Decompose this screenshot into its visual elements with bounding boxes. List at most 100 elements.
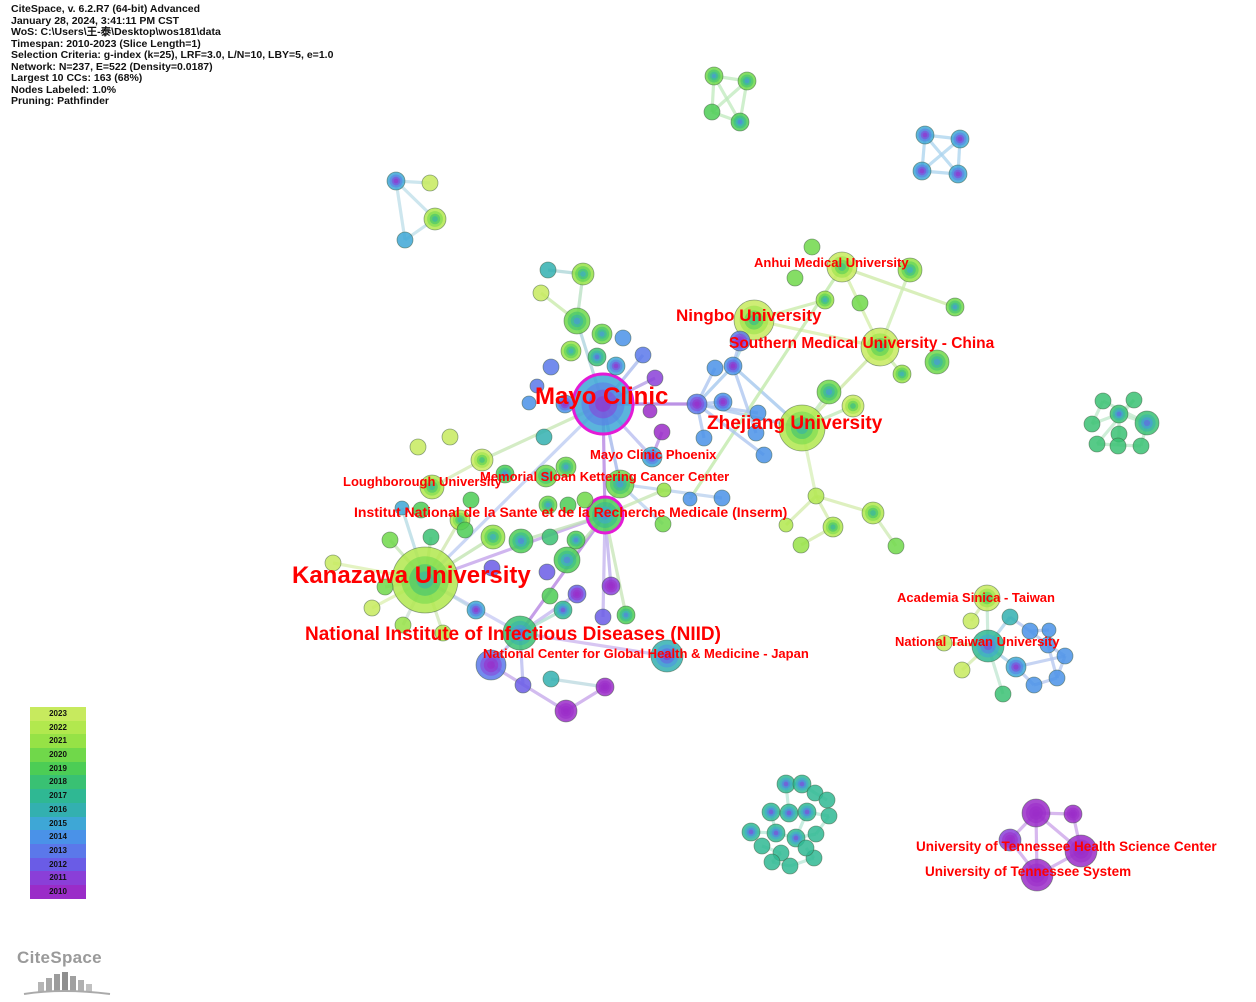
network-node[interactable] [466,600,486,620]
network-node[interactable] [747,424,765,442]
network-node[interactable] [363,599,381,617]
label-ncgm-japan[interactable]: National Center for Global Health & Medi… [483,646,809,661]
network-node[interactable] [786,269,804,287]
network-node[interactable] [456,521,474,539]
network-node[interactable] [394,500,410,516]
network-node[interactable] [553,600,573,620]
network-node[interactable] [502,615,538,651]
network-node[interactable] [554,699,578,723]
network-node[interactable] [495,464,515,484]
network-node[interactable] [541,587,559,605]
network-node[interactable] [1132,437,1150,455]
network-node[interactable] [396,231,414,249]
network-node[interactable] [826,251,858,283]
network-node[interactable] [803,238,821,256]
network-node[interactable] [381,531,399,549]
network-node[interactable] [508,528,534,554]
network-node[interactable] [534,464,558,488]
network-node[interactable] [1048,669,1066,687]
network-node[interactable] [841,394,865,418]
network-node[interactable] [560,340,582,362]
network-node[interactable] [733,299,775,341]
network-node[interactable] [542,670,560,688]
network-node[interactable] [892,364,912,384]
label-mayo-clinic-phoenix[interactable]: Mayo Clinic Phoenix [590,447,717,462]
network-node[interactable] [816,379,842,405]
network-node[interactable] [776,774,796,794]
network-node[interactable] [792,536,810,554]
network-node[interactable] [563,307,591,335]
network-node[interactable] [541,528,559,546]
label-memorial-sloan-kettering[interactable]: Memorial Sloan Kettering Cancer Center [480,469,729,484]
network-node[interactable] [585,495,625,535]
label-anhui-medical-university[interactable]: Anhui Medical University [754,255,909,270]
network-node[interactable] [480,524,506,550]
network-node[interactable] [1056,647,1074,665]
network-node[interactable] [779,803,799,823]
network-node[interactable] [1025,676,1043,694]
network-node[interactable] [324,554,342,572]
network-node[interactable] [1005,656,1027,678]
network-node[interactable] [535,428,553,446]
network-node[interactable] [650,639,684,673]
network-node[interactable] [539,261,557,279]
network-node[interactable] [945,297,965,317]
network-node[interactable] [706,359,724,377]
network-node[interactable] [797,802,817,822]
network-node[interactable] [807,487,825,505]
network-node[interactable] [538,495,558,515]
network-node[interactable] [778,404,826,452]
network-node[interactable] [912,161,932,181]
network-node[interactable] [1109,437,1127,455]
network-node[interactable] [634,346,652,364]
network-node[interactable] [973,584,1001,612]
label-niid[interactable]: National Institute of Infectious Disease… [305,624,721,645]
network-node[interactable] [409,438,427,456]
network-node[interactable] [483,559,501,577]
label-southern-medical-university[interactable]: Southern Medical University - China [729,335,995,352]
network-node[interactable] [778,517,794,533]
network-node[interactable] [1001,608,1019,626]
network-node[interactable] [642,403,658,419]
network-node[interactable] [605,469,635,499]
network-node[interactable] [1134,410,1160,436]
network-node[interactable] [656,482,672,498]
network-node[interactable] [566,530,586,550]
network-node[interactable] [412,501,430,519]
network-node[interactable] [935,634,953,652]
network-node[interactable] [571,372,635,436]
network-node[interactable] [753,837,771,855]
network-node[interactable] [391,546,459,614]
network-node[interactable] [606,356,626,376]
network-node[interactable] [737,71,757,91]
network-node[interactable] [713,392,733,412]
network-node[interactable] [781,857,799,875]
network-node[interactable] [682,491,698,507]
network-node[interactable] [950,129,970,149]
network-node[interactable] [887,537,905,555]
network-node[interactable] [1021,622,1039,640]
network-node[interactable] [713,489,731,507]
label-mayo-clinic[interactable]: Mayo Clinic [535,383,668,410]
network-node[interactable] [601,576,621,596]
network-node[interactable] [763,853,781,871]
network-node[interactable] [703,103,721,121]
network-node[interactable] [723,356,743,376]
label-kanazawa-university[interactable]: Kanazawa University [292,562,531,589]
network-node[interactable] [729,330,751,352]
network-node[interactable] [475,649,507,681]
network-node[interactable] [861,501,885,525]
network-node[interactable] [422,528,440,546]
network-node[interactable] [730,112,750,132]
network-node[interactable] [851,294,869,312]
network-node[interactable] [421,174,439,192]
label-university-of-tennessee-system[interactable]: University of Tennessee System [925,864,1131,879]
network-node[interactable] [594,608,612,626]
network-node[interactable] [1064,834,1098,868]
network-node[interactable] [766,823,786,843]
network-node[interactable] [553,546,581,574]
network-node[interactable] [1063,804,1083,824]
network-node[interactable] [542,358,560,376]
label-ningbo-university[interactable]: Ningbo University [676,306,822,325]
network-node[interactable] [614,329,632,347]
